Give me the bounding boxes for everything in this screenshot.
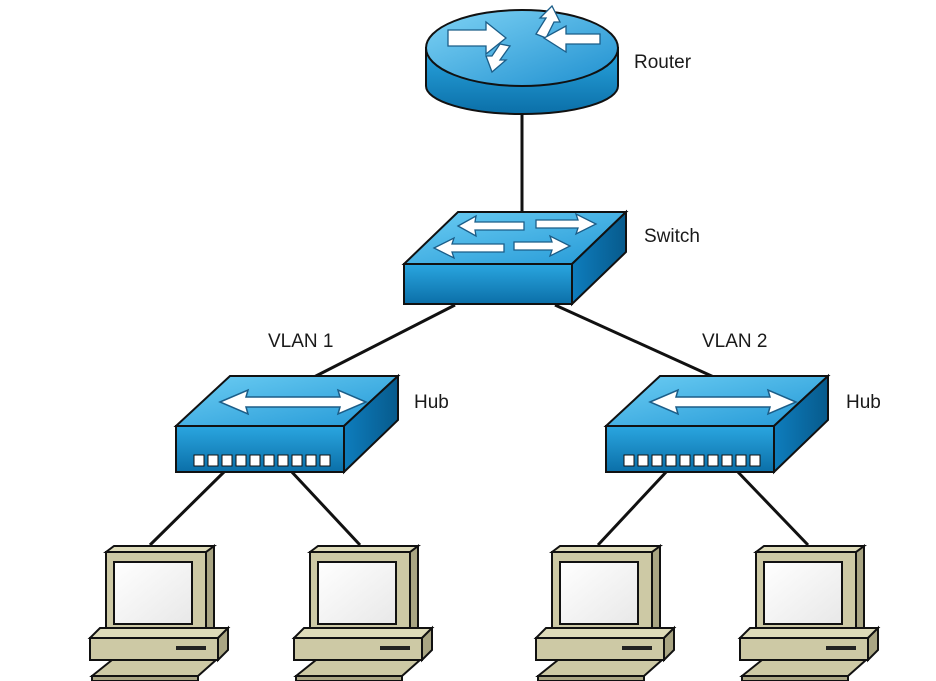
hub-right-label: Hub xyxy=(846,392,881,413)
vlan-2-label: VLAN 2 xyxy=(702,331,767,352)
router-icon xyxy=(425,4,619,115)
vlan-1-label: VLAN 1 xyxy=(268,331,333,352)
links xyxy=(148,112,810,547)
link-switch-hub-left xyxy=(311,303,456,380)
hub-left-icon xyxy=(175,375,399,473)
router-label: Router xyxy=(634,52,692,73)
computer-icon xyxy=(739,545,879,681)
computer-icon xyxy=(89,545,229,681)
link-hub-left-pc2 xyxy=(288,468,362,547)
hub-left-label: Hub xyxy=(414,392,449,413)
link-hub-right-pc4 xyxy=(734,468,810,547)
computer-icon xyxy=(535,545,675,681)
switch-label: Switch xyxy=(644,226,700,247)
link-switch-hub-right xyxy=(554,303,717,380)
switch-icon xyxy=(401,209,629,307)
hub-right-icon xyxy=(605,375,829,473)
link-hub-right-pc3 xyxy=(596,468,670,547)
computer-icon xyxy=(293,545,433,681)
link-hub-left-pc1 xyxy=(148,468,228,547)
